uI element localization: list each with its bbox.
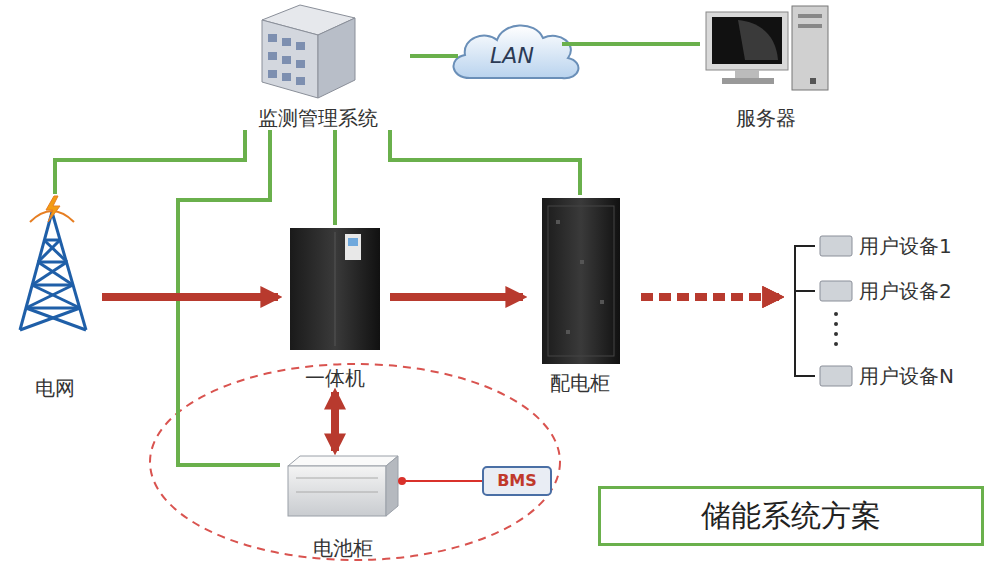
connector-path <box>562 42 700 46</box>
connector <box>335 392 336 451</box>
node-label: 用户设备N <box>859 364 954 388</box>
connector-path <box>641 293 780 301</box>
connector <box>562 44 700 45</box>
connector-path <box>641 293 780 301</box>
title-box: 储能系统方案 <box>598 486 984 546</box>
distribution-cabinet-icon <box>542 198 620 364</box>
connector <box>402 481 482 482</box>
connector-path <box>795 297 815 376</box>
connector <box>102 297 278 298</box>
node-label: 用户设备1 <box>859 234 952 258</box>
connector <box>390 130 580 195</box>
building-icon <box>262 5 355 98</box>
node-label: LAN <box>490 43 534 69</box>
computer-icon <box>706 6 828 90</box>
node-label: 服务器 <box>736 106 796 130</box>
machine-node: 一体机 <box>280 225 390 390</box>
connector <box>335 130 336 225</box>
server-node: 服务器 <box>700 4 832 130</box>
node-label: 储能系统方案 <box>701 498 881 534</box>
node-label: 配电柜 <box>550 371 610 395</box>
connector-path <box>333 130 337 225</box>
node-label: BMS <box>497 471 537 490</box>
connector-path <box>390 130 580 195</box>
connector-path <box>641 293 780 301</box>
node-label: 电网 <box>35 376 75 400</box>
cabinet-node: 配电柜 <box>525 195 635 395</box>
battery-cabinet-icon <box>288 456 398 516</box>
connector <box>390 297 523 298</box>
connector <box>55 130 245 194</box>
bms-box: BMS <box>482 466 552 496</box>
device-node: 用户设备1 <box>815 231 995 261</box>
network-cloud: LAN <box>458 36 566 76</box>
connector <box>410 56 458 57</box>
connector <box>641 297 815 376</box>
cabinet-icon <box>290 228 380 350</box>
grid-node: 电网 <box>8 194 102 400</box>
connector-path <box>390 293 523 301</box>
cloud-shape <box>454 25 579 78</box>
node-label: 用户设备2 <box>859 279 952 303</box>
node-label: 电池柜 <box>313 536 373 560</box>
device-node: 用户设备N <box>815 361 995 391</box>
ellipsis-dots <box>834 312 838 346</box>
connector-path <box>331 392 339 451</box>
connector-path <box>102 293 278 301</box>
connector <box>641 291 815 297</box>
battery-node: 电池柜 <box>280 453 406 560</box>
connector-path <box>795 291 815 297</box>
tower-icon <box>20 196 86 330</box>
connector-path <box>410 54 458 58</box>
connector-path <box>55 130 245 194</box>
device-node: 用户设备2 <box>815 276 995 306</box>
connector-path <box>795 246 815 297</box>
node-label: 监测管理系统 <box>258 106 378 130</box>
connector-path <box>402 480 482 482</box>
device-icons <box>820 236 852 386</box>
node-label: 一体机 <box>305 366 365 390</box>
system-node: 监测管理系统 <box>225 2 410 130</box>
connector <box>641 246 815 297</box>
group-ellipse <box>150 364 560 560</box>
